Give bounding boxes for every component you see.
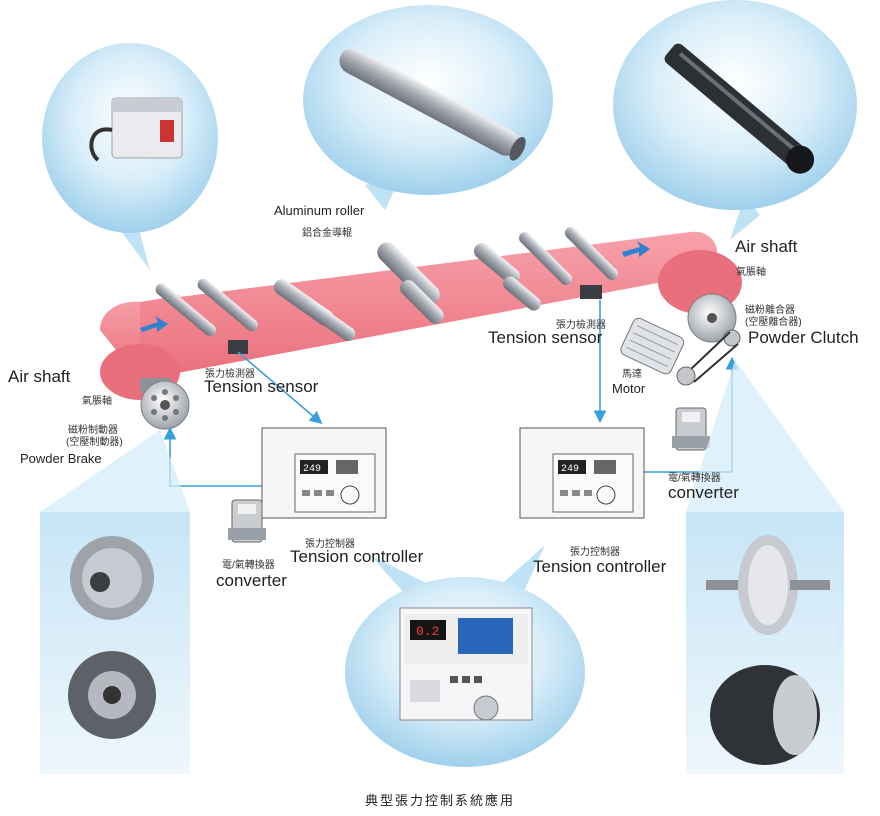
- powder-clutch-icon: [687, 293, 741, 383]
- tension-controller-left: [261, 427, 387, 519]
- controller-right-zh-label: 張力控制器: [570, 547, 620, 558]
- controller-left-zh-label: 張力控制器: [305, 539, 355, 550]
- brake-beam: [40, 430, 190, 512]
- powder-clutch-label: Powder Clutch: [748, 328, 859, 347]
- aluminum-roller-bubble: [303, 5, 553, 210]
- converter-right-label: converter: [668, 483, 739, 502]
- powder-clutch-zh-label-2: (空壓離合器): [745, 317, 802, 328]
- tension-controller-right: [519, 427, 645, 519]
- air-shaft-right-zh-label: 氣脹軸: [736, 267, 766, 278]
- tension-sensor-right-label: Tension sensor: [488, 328, 603, 347]
- clutch-beam: [686, 360, 844, 512]
- converter-right-icon: [672, 407, 710, 451]
- air-shaft-left-label: Air shaft: [8, 367, 71, 386]
- air-shaft-left-zh-label: 氣脹軸: [82, 396, 112, 407]
- converter-left-label: converter: [216, 571, 287, 590]
- tension-sensor-right-icon: [580, 285, 602, 299]
- powder-clutch-zh-label-1: 磁粉離合器: [745, 305, 795, 316]
- controller-right-display: 249: [561, 464, 579, 475]
- tension-sensor-bubble: [42, 43, 218, 270]
- air-shaft-bubble: [613, 0, 857, 240]
- controller-left-display: 249: [303, 464, 321, 475]
- aluminum-roller-zh-label: 鋁合金導輥: [302, 228, 352, 239]
- powder-brake-panel: [40, 512, 190, 774]
- powder-brake-zh-label-2: (空壓制動器): [66, 437, 123, 448]
- controller-zoom-display: 0.2: [416, 624, 439, 639]
- tension-sensor-right-zh-label: 張力檢測器: [556, 320, 606, 331]
- converter-left-icon: [228, 499, 266, 543]
- motor-icon: [620, 317, 696, 386]
- powder-brake-icon: [140, 378, 190, 430]
- motor-zh-label: 馬達: [622, 369, 642, 380]
- powder-brake-label: Powder Brake: [20, 451, 102, 466]
- air-shaft-right-label: Air shaft: [735, 237, 798, 256]
- powder-clutch-panel: [686, 512, 844, 774]
- controller-left-label: Tension controller: [290, 547, 424, 566]
- aluminum-roller-label: Aluminum roller: [274, 203, 365, 218]
- powder-brake-zh-label-1: 磁粉制動器: [68, 425, 118, 436]
- controller-zoom-bubble: [345, 577, 585, 767]
- tension-sensor-left-zh-label: 張力檢測器: [205, 369, 255, 380]
- tension-sensor-left-label: Tension sensor: [204, 377, 319, 396]
- controller-right-label: Tension controller: [533, 557, 667, 576]
- converter-right-zh-label: 電/氣轉換器: [668, 473, 721, 484]
- guide-rollers: [155, 227, 619, 342]
- diagram-caption: 典型張力控制系統應用: [364, 793, 515, 808]
- motor-label: Motor: [612, 381, 646, 396]
- tension-sensor-left-icon: [228, 340, 248, 354]
- converter-left-zh-label: 電/氣轉換器: [222, 560, 275, 571]
